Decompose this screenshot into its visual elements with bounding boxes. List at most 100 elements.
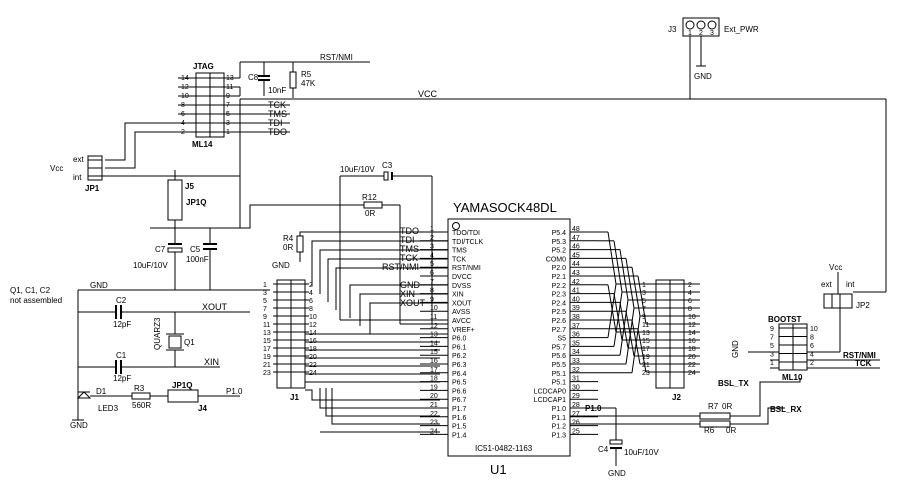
c1-value: 12pF bbox=[113, 374, 131, 383]
jp2-ref: JP2 bbox=[856, 301, 870, 310]
c1-label: C1 bbox=[116, 351, 127, 360]
u1-pin-name: AVSS bbox=[452, 309, 470, 316]
jp1-ext-label: ext bbox=[73, 155, 84, 164]
c8-value: 10nF bbox=[268, 86, 286, 95]
u1-pin-name: P6.0 bbox=[452, 336, 467, 343]
c5-value: 100nF bbox=[186, 255, 209, 264]
bsl-rx-label: BSL_RX bbox=[770, 405, 802, 414]
u1-pin-name: P1.5 bbox=[452, 424, 467, 431]
u1-pin-number: 21 bbox=[430, 402, 438, 409]
j1-pin-number: 3 bbox=[263, 290, 267, 297]
r4-value: 0R bbox=[283, 243, 293, 252]
tck-bootst: TCK bbox=[855, 359, 872, 368]
j4-label: J4 bbox=[198, 404, 207, 413]
u1-pin-name: DVSS bbox=[452, 283, 471, 290]
u1-pin-number: 15 bbox=[430, 349, 438, 356]
j1-pin-number: 23 bbox=[263, 370, 271, 377]
gnd-left-label: GND bbox=[90, 281, 108, 290]
u1-pin-number: 28 bbox=[572, 402, 580, 409]
c2-label: C2 bbox=[116, 296, 127, 305]
u1-pin-name: P2.6 bbox=[552, 318, 567, 325]
jtag-tck-label: TCK bbox=[268, 100, 286, 110]
u1-pin-name: P5.1 bbox=[552, 371, 567, 378]
c8-label: C8 bbox=[248, 73, 259, 82]
j2-ref: J2 bbox=[672, 393, 681, 402]
j2-pin-number: 16 bbox=[688, 338, 696, 345]
u1-pin-name: P6.5 bbox=[452, 380, 467, 387]
u1-tdo-net: TDO bbox=[400, 226, 419, 236]
u1-pin-number: 31 bbox=[572, 376, 580, 383]
r6-label: R6 bbox=[704, 426, 715, 435]
u1-pin-name: P6.7 bbox=[452, 397, 467, 404]
r7-value: 0R bbox=[722, 402, 732, 411]
j2-pin-number: 11 bbox=[642, 322, 649, 329]
j1-pin-number: 7 bbox=[263, 306, 267, 313]
j2-pin-number: 13 bbox=[642, 330, 650, 337]
led-diode-icon bbox=[76, 391, 92, 399]
u1-pin-name: P2.1 bbox=[552, 274, 567, 281]
j1-pin-number: 6 bbox=[309, 298, 313, 305]
j2-pin-number: 22 bbox=[688, 362, 696, 369]
j3-ext-pwr: J3 1 2 3 Ext_PWR bbox=[668, 17, 759, 37]
bootst-pin-number: 4 bbox=[810, 352, 814, 359]
u1-pin-name: RST/NMI bbox=[452, 265, 481, 272]
jtag-tdo-label: TDO bbox=[268, 127, 287, 137]
u1-pin-name: XOUT bbox=[452, 300, 472, 307]
j1-pin-number: 13 bbox=[263, 330, 271, 337]
jp2-jumper: Vcc ext int JP2 bbox=[821, 263, 870, 310]
not-assembled-2: not assembled bbox=[10, 296, 62, 305]
u1-chip: YAMASOCK48DL IC51-0482-1163 U1 1TDO/TDI2… bbox=[420, 200, 598, 477]
u1-pin-number: 20 bbox=[430, 393, 438, 400]
c3-value: 10uF/10V bbox=[340, 165, 375, 174]
r5-label: R5 bbox=[301, 70, 312, 79]
u1-pin-number: 36 bbox=[572, 332, 580, 339]
u1-pin-name: P2.3 bbox=[552, 292, 567, 299]
u1-pin-name: S5 bbox=[557, 336, 566, 343]
gnd-bottom-left: GND bbox=[70, 421, 88, 430]
j1-ref: J1 bbox=[290, 393, 299, 402]
j2-pin-number: 4 bbox=[688, 290, 692, 297]
u1-pin-number: 33 bbox=[572, 358, 580, 365]
u1-pin-number: 12 bbox=[430, 323, 438, 330]
r12-label: R12 bbox=[362, 193, 377, 202]
u1-code: IC51-0482-1163 bbox=[475, 444, 533, 453]
r5-value: 47K bbox=[301, 79, 316, 88]
j2-pin-number: 10 bbox=[688, 314, 696, 321]
u1-pin-name: P2.0 bbox=[552, 265, 567, 272]
d1-label: D1 bbox=[96, 387, 107, 396]
bsl-tx-label: BSL_TX bbox=[718, 379, 749, 388]
j3-ref: J3 bbox=[668, 25, 677, 34]
r7-label: R7 bbox=[708, 402, 719, 411]
bootst-pin-number: 2 bbox=[810, 360, 814, 367]
u1-pin-name: TDI/TCLK bbox=[452, 239, 483, 246]
j5-ref: J5 bbox=[185, 182, 194, 191]
p10-left-label: P1.0 bbox=[226, 387, 243, 396]
j2-pin-number: 6 bbox=[688, 298, 692, 305]
jtag-ref: ML14 bbox=[192, 140, 213, 149]
u1-pin-number: 29 bbox=[572, 393, 580, 400]
u1-pin-number: 34 bbox=[572, 349, 580, 356]
j2-pin-number: 18 bbox=[688, 346, 696, 353]
j1-pin-number: 1 bbox=[263, 282, 267, 289]
j2-pin-number: 12 bbox=[688, 322, 696, 329]
gnd-bootst: GND bbox=[731, 340, 740, 358]
jtag-tms-label: TMS bbox=[268, 109, 287, 119]
u1-pin-number: 13 bbox=[430, 332, 438, 339]
not-assembled-1: Q1, C1, C2 bbox=[10, 286, 51, 295]
j2-pin-number: 21 bbox=[642, 362, 650, 369]
u1-pin-name: P5.5 bbox=[552, 362, 567, 369]
j1-pin-number: 12 bbox=[309, 322, 317, 329]
j1-pin-number: 15 bbox=[263, 338, 271, 345]
u1-part: YAMASOCK48DL bbox=[453, 200, 557, 215]
jtag-title: JTAG bbox=[193, 62, 214, 71]
r3-label: R3 bbox=[134, 384, 145, 393]
bootst-pin-number: 3 bbox=[770, 352, 774, 359]
j2-pin-number: 2 bbox=[688, 282, 692, 289]
u1-pin-number: 39 bbox=[572, 305, 580, 312]
p10-right-label: P1.0 bbox=[585, 404, 602, 413]
bootst-title: BOOTST bbox=[768, 315, 801, 324]
q1-label: Q1 bbox=[184, 338, 195, 347]
u1-pin-name: P1.1 bbox=[552, 415, 567, 422]
u1-tms-net: TMS bbox=[400, 244, 419, 254]
